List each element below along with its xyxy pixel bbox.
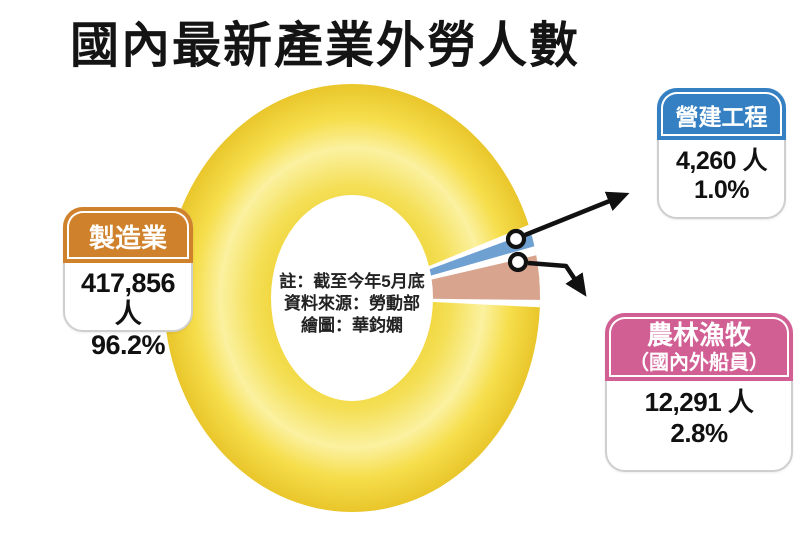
callout-construction-header: 營建工程: [657, 88, 786, 140]
arrow-agriculture: [527, 260, 587, 297]
note-line-author: 繪圖：華鈞嫻: [301, 316, 403, 335]
chart-note: 註：截至今年5月底 資料來源：勞動部 繪圖：華鈞嫻: [244, 271, 460, 337]
callout-construction-people: 4,260 人: [675, 147, 768, 175]
callout-construction-body: 4,260 人 1.0%: [659, 140, 784, 205]
callout-manufacturing-header: 製造業: [63, 207, 193, 263]
callout-point-construction: [505, 228, 527, 250]
callout-agriculture-percent: 2.8%: [670, 418, 728, 448]
callout-manufacturing-people: 417,856 人: [80, 268, 176, 329]
note-line-date: 註：截至今年5月底: [279, 272, 425, 291]
callout-agriculture: 農林漁牧 （國內外船員） 12,291 人 2.8%: [605, 313, 793, 472]
page-title: 國內最新產業外勞人數: [70, 19, 581, 73]
callout-construction-label: 營建工程: [675, 104, 768, 130]
callout-agriculture-header: 農林漁牧 （國內外船員）: [605, 313, 793, 381]
callout-construction-percent: 1.0%: [694, 176, 749, 204]
note-line-source: 資料來源：勞動部: [284, 294, 420, 313]
callout-agriculture-sublabel: （國內外船員）: [629, 352, 769, 374]
callout-agriculture-body: 12,291 人 2.8%: [607, 381, 791, 449]
callout-point-agriculture: [507, 251, 529, 273]
donut-hole: [271, 195, 433, 401]
callout-manufacturing: 製造業 417,856 人 96.2%: [63, 207, 193, 360]
callout-agriculture-people: 12,291 人: [644, 387, 754, 417]
callout-manufacturing-body: 417,856 人 96.2%: [65, 263, 191, 361]
callout-agriculture-label: 農林漁牧: [646, 320, 751, 350]
arrow-construction: [524, 191, 630, 238]
callout-manufacturing-label: 製造業: [88, 223, 167, 253]
callout-manufacturing-percent: 96.2%: [90, 330, 166, 360]
callout-construction: 營建工程 4,260 人 1.0%: [657, 88, 786, 219]
